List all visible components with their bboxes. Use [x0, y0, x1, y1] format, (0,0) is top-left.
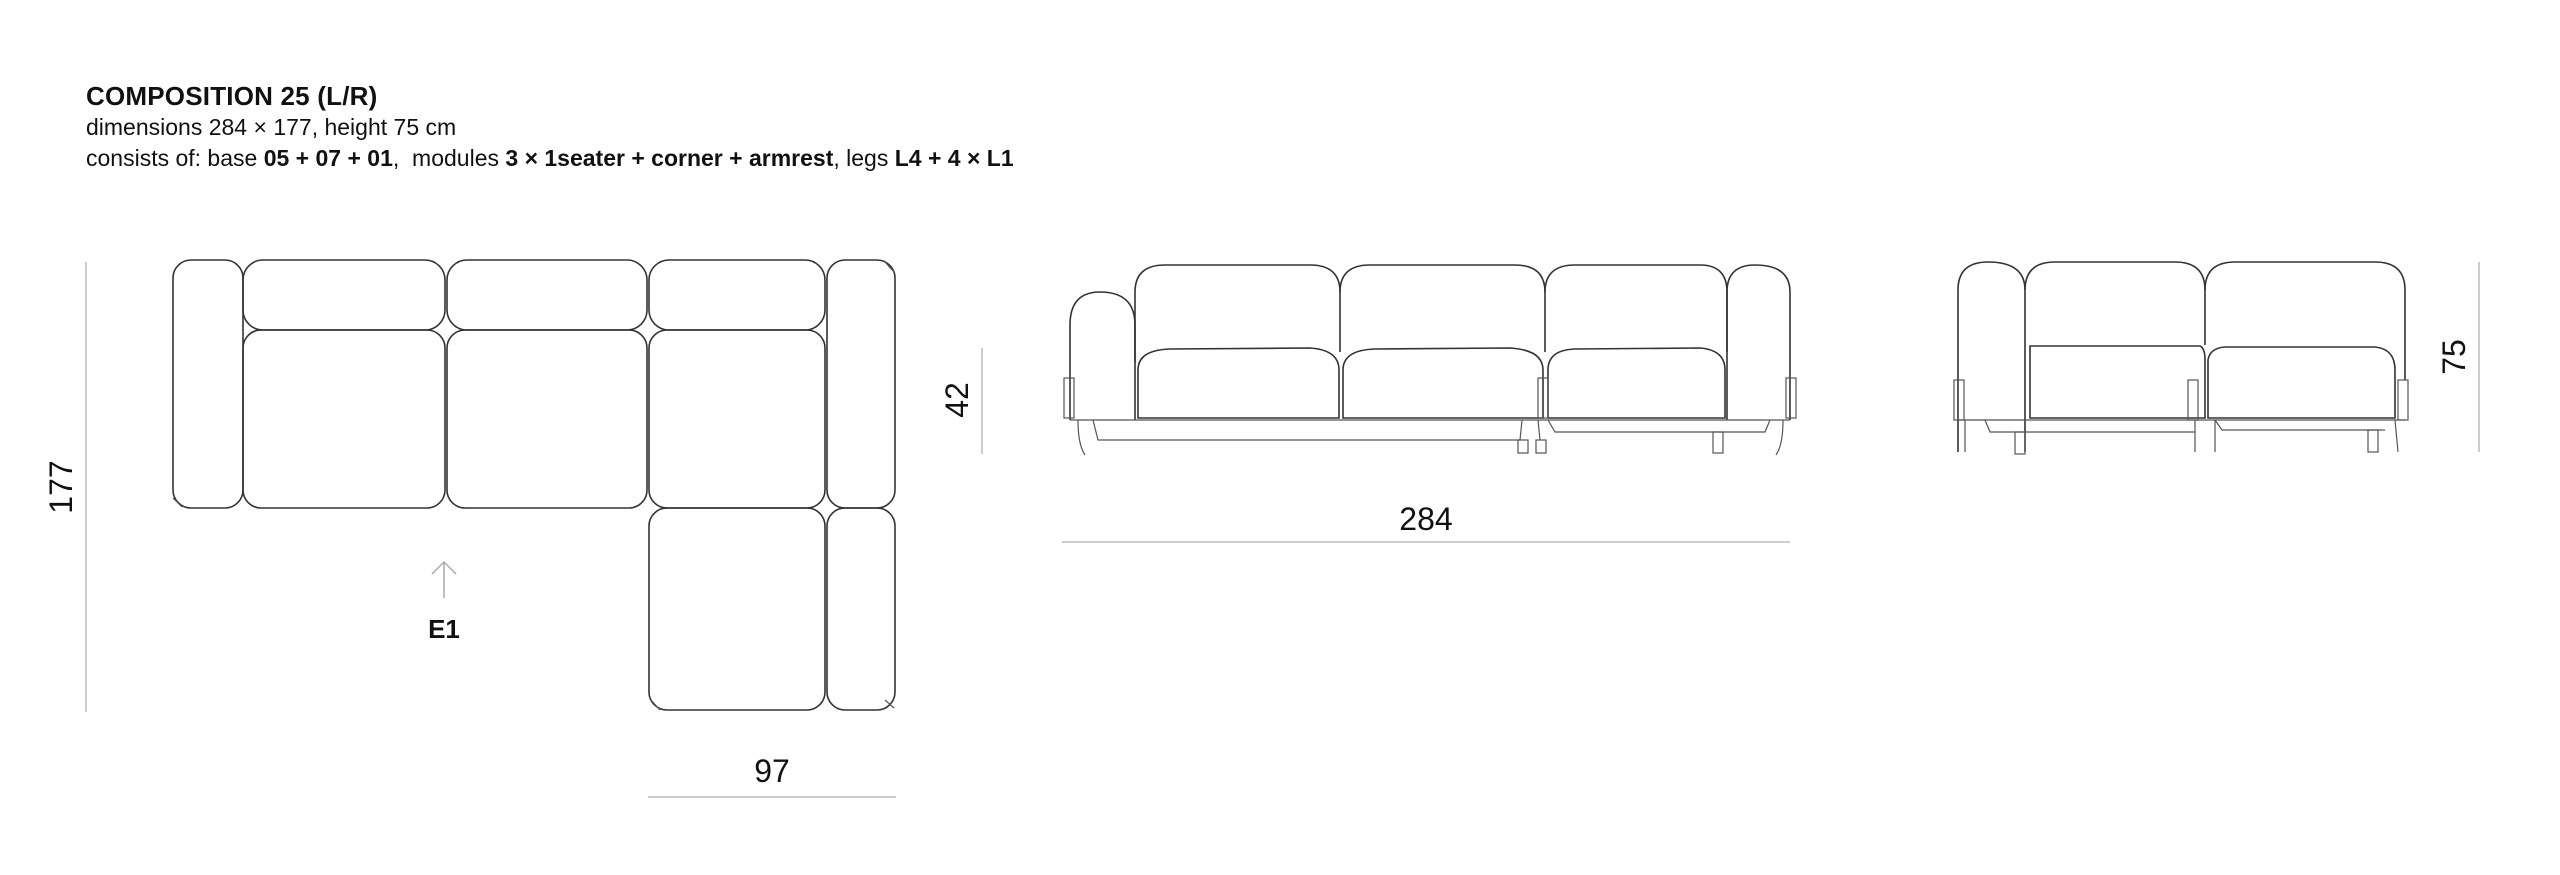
front-back-cushion-1 — [1134, 264, 1341, 362]
side-left-bracket — [1953, 379, 1965, 421]
side-mid-bracket — [2187, 379, 2199, 421]
front-width-label: 284 — [1399, 501, 1452, 537]
back-cushion-2 — [446, 259, 648, 331]
modules-prefix: , modules — [392, 145, 506, 171]
back-cushion-1 — [242, 259, 446, 331]
front-view: 42 284 — [939, 264, 1797, 543]
seat-height-label: 42 — [939, 382, 975, 418]
front-base-frame — [1070, 419, 1790, 456]
front-back-cushion-2 — [1339, 264, 1546, 352]
side-leg-2 — [2367, 429, 2379, 453]
legs-prefix: , legs — [833, 145, 895, 171]
front-mid-bracket — [1537, 377, 1549, 419]
side-armrest — [1957, 261, 2026, 452]
front-seat-cushion-2 — [1342, 347, 1544, 419]
composition-header: COMPOSITION 25 (L/R) dimensions 284 × 17… — [86, 80, 1014, 174]
front-right-armrest — [1726, 264, 1791, 420]
front-left-armrest — [1069, 291, 1136, 420]
side-back-cushion-1 — [2024, 261, 2206, 345]
side-seat-cushion-1 — [2029, 345, 2206, 419]
base-value: 05 + 07 + 01 — [263, 145, 393, 171]
front-seat-cushion-1 — [1137, 347, 1340, 419]
front-seat-cushion-3 — [1547, 347, 1726, 419]
back-cushion-3 — [648, 259, 826, 331]
arm-feet — [172, 497, 183, 508]
front-left-bracket — [1063, 377, 1075, 419]
corner-back-upright — [826, 259, 896, 509]
plan-view: 177 E1 97 — [43, 259, 896, 798]
legs-value: L4 + 4 × L1 — [894, 145, 1014, 171]
side-seat-cushion-2 — [2207, 346, 2396, 419]
plan-depth-label: 177 — [43, 460, 79, 513]
dimensions-line: dimensions 284 × 177, height 75 cm — [86, 114, 457, 140]
entry-label: E1 — [428, 614, 460, 644]
front-leg-3 — [1712, 431, 1724, 454]
chaise-feet — [650, 699, 895, 711]
chaise-seat-cushion — [648, 507, 826, 711]
side-height-label: 75 — [2436, 339, 2472, 375]
front-leg-2 — [1535, 439, 1547, 454]
side-base-frame — [1958, 419, 2405, 453]
arm-depth-label: 97 — [754, 753, 790, 789]
composition-title: COMPOSITION 25 (L/R) — [86, 81, 378, 111]
seat-cushion-2 — [446, 329, 648, 509]
corner-seat-cushion — [648, 329, 826, 509]
seat-cushion-1 — [242, 329, 446, 509]
chaise-back-cushion — [826, 507, 896, 711]
side-leg-1 — [2014, 431, 2026, 455]
side-view: 75 — [1953, 261, 2480, 455]
front-right-bracket — [1785, 377, 1797, 419]
front-back-cushion-3 — [1544, 264, 1728, 352]
entry-arrow-icon — [431, 560, 457, 598]
consists-line: consists of: base 05 + 07 + 01, modules … — [86, 143, 1014, 174]
front-leg-1 — [1517, 439, 1529, 454]
side-back-cushion-2 — [2204, 261, 2406, 380]
modules-value: 3 × 1seater + corner + armrest — [505, 145, 834, 171]
left-armrest — [172, 259, 244, 509]
consists-prefix: consists of: base — [86, 145, 264, 171]
side-right-bracket — [2397, 379, 2409, 421]
corner-back-foot — [884, 261, 895, 273]
